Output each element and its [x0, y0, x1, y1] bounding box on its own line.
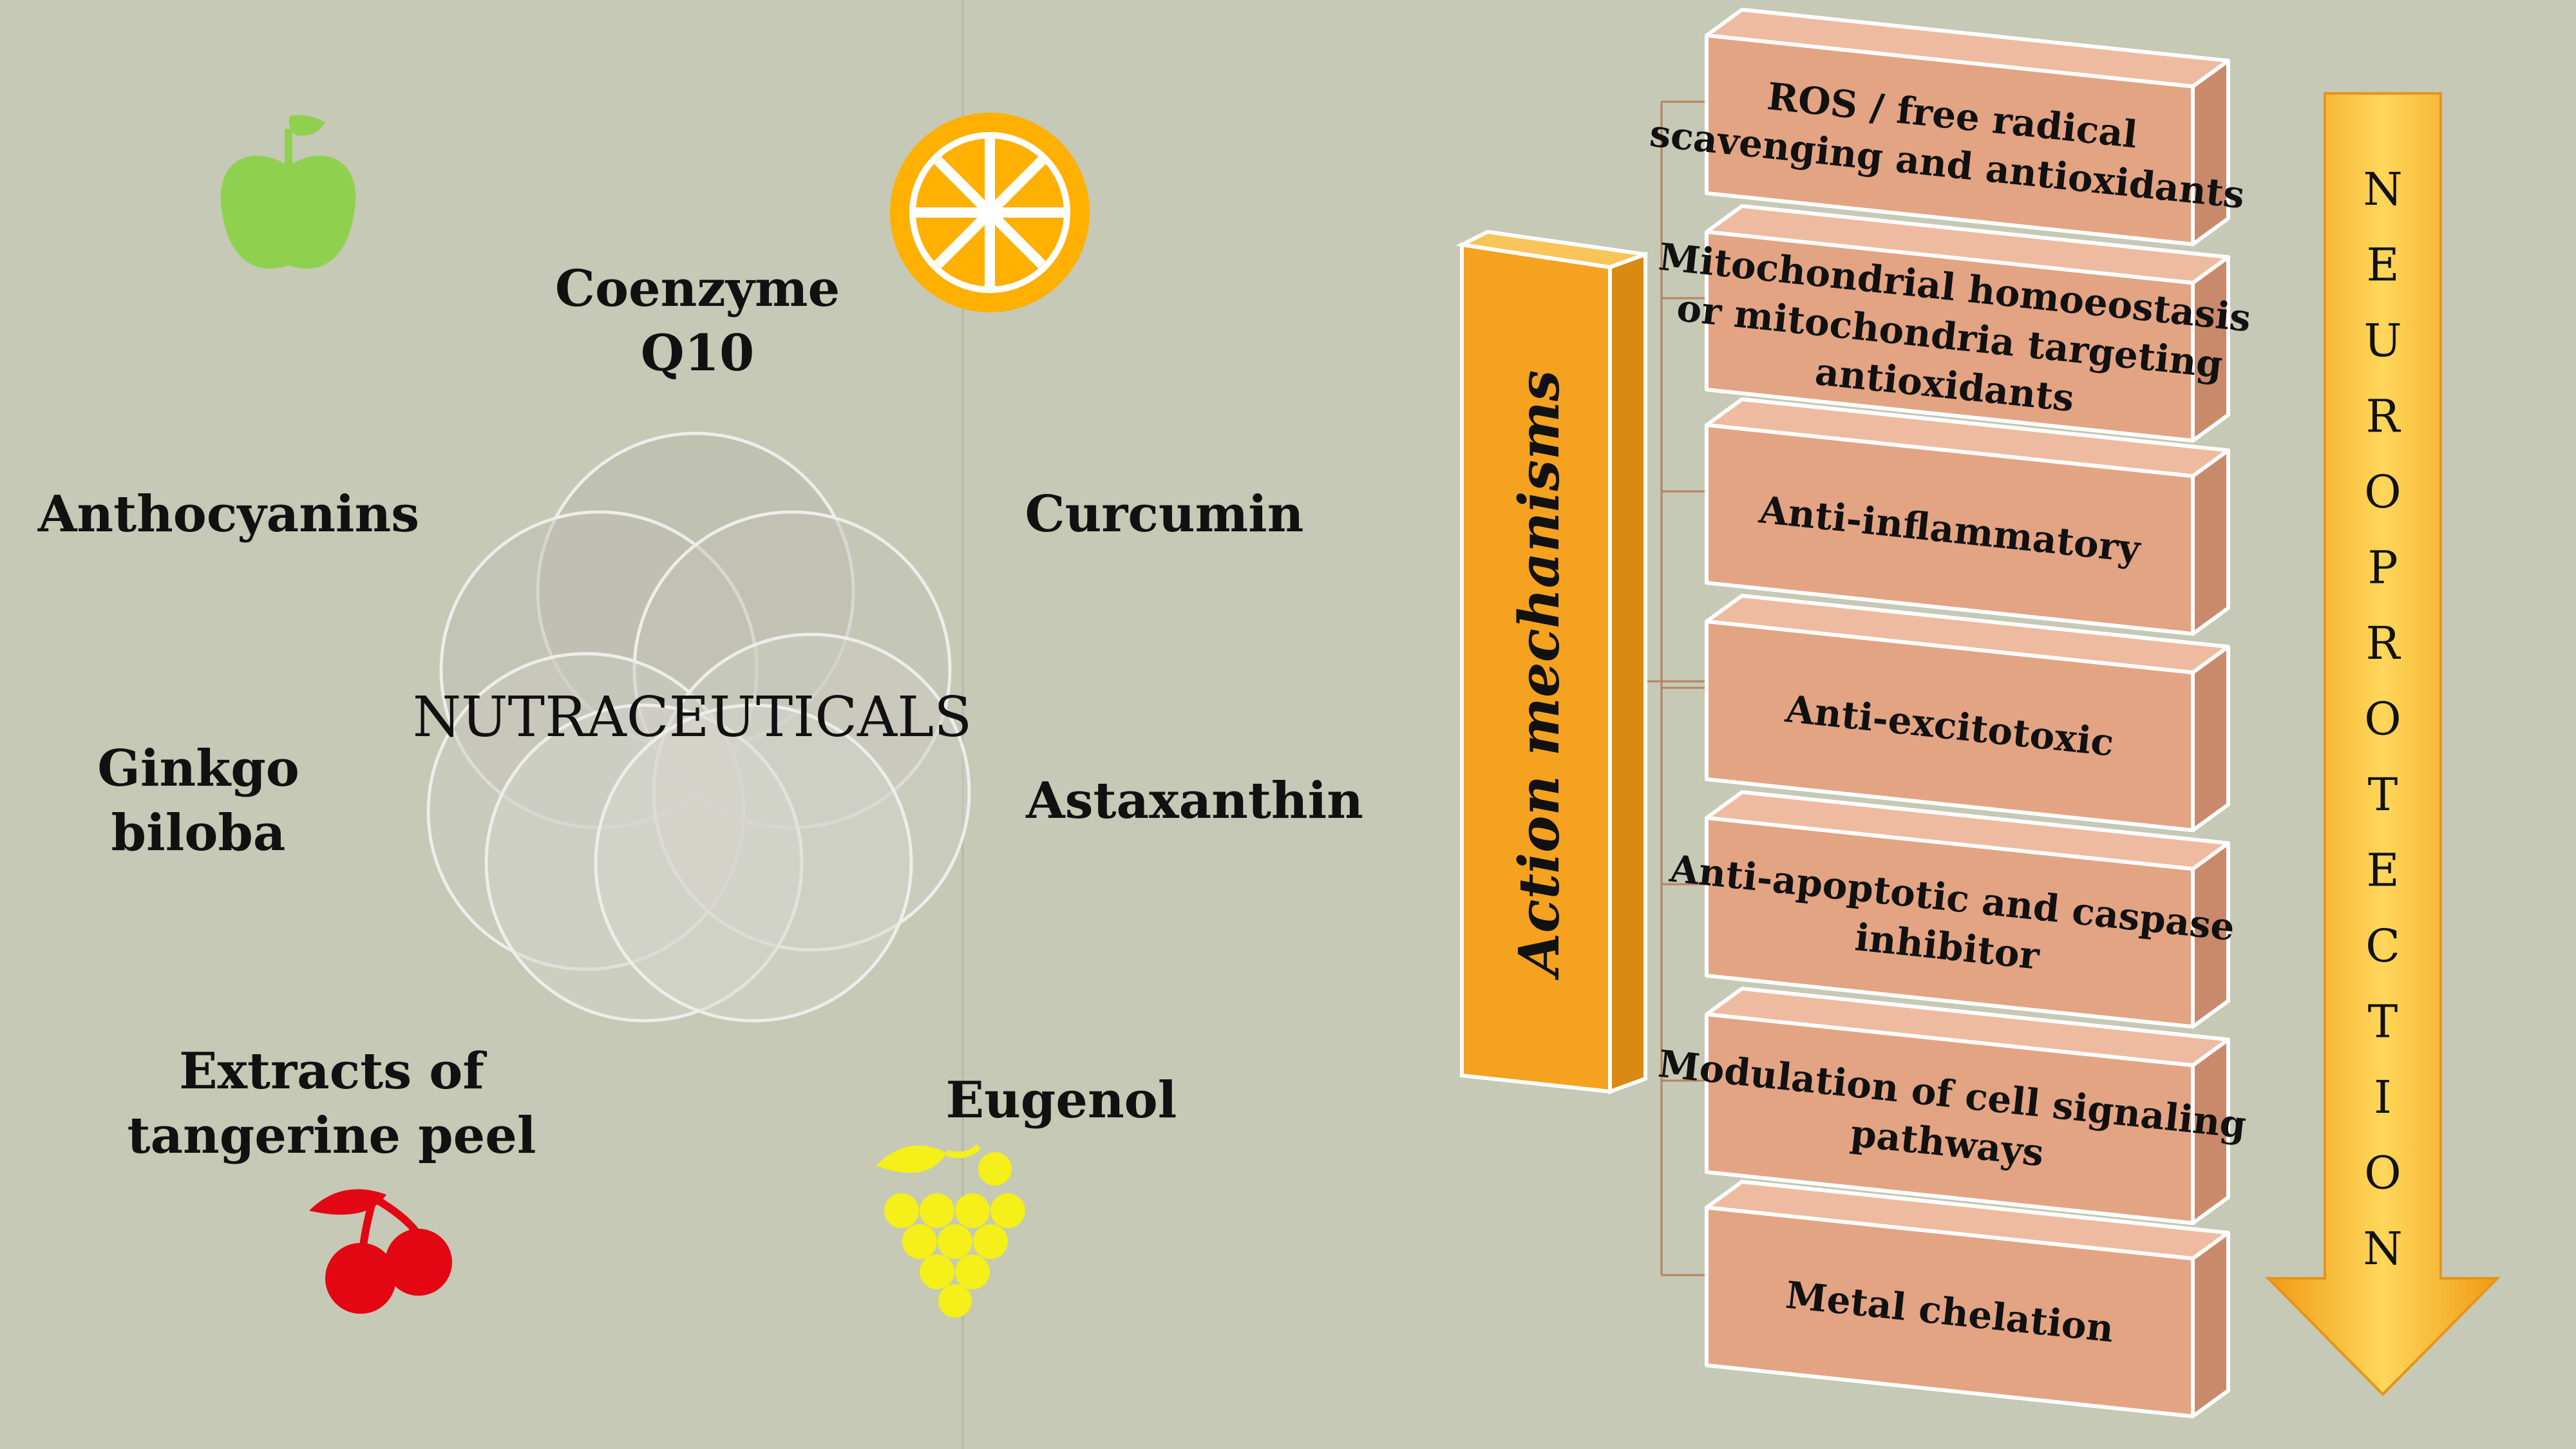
cherry-icon [309, 1189, 452, 1314]
apple-icon [220, 115, 356, 269]
neuroprotection-letter: T [2368, 768, 2398, 821]
center-label: NUTRACEUTICALS [413, 685, 972, 750]
mechanism-box: Anti-apoptotic and caspaseinhibitor [1667, 790, 2237, 1029]
mechanism-box: Modulation of cell signalingpathways [1656, 987, 2248, 1226]
neuroprotection-letter: I [2374, 1071, 2392, 1124]
mechanism-box: Anti-excitotoxic [1705, 594, 2230, 833]
mechanism-box: Metal chelation [1705, 1180, 2230, 1419]
neuroprotection-letter: C [2365, 920, 2400, 972]
nutraceutical-label: Anthocyanins [37, 485, 419, 544]
mechanism-box: Mitochondrial homoeostasisor mitochondri… [1656, 204, 2253, 443]
grapes-icon [876, 1144, 1025, 1318]
mechanism-box: ROS / free radicalscavenging and antioxi… [1648, 8, 2247, 247]
neuroprotection-letter: T [2368, 996, 2398, 1048]
mechanism-boxes: ROS / free radicalscavenging and antioxi… [1648, 8, 2253, 1419]
action-mechanisms-label: Action mechanisms [1507, 370, 1572, 981]
neuroprotection-letter: R [2366, 390, 2401, 443]
neuroprotection-letter: P [2367, 542, 2398, 594]
neuroprotection-letter: U [2364, 314, 2402, 367]
neuroprotection-letter: E [2366, 239, 2399, 292]
mechanism-box: Anti-inflammatory [1705, 397, 2230, 636]
neuroprotection-letter: N [2363, 163, 2402, 216]
neuroprotection-letter: R [2366, 617, 2401, 670]
nutraceutical-label: Curcumin [1025, 485, 1304, 544]
circle-cluster [426, 431, 971, 1023]
nutraceutical-label: Eugenol [946, 1071, 1177, 1130]
neuroprotection-letter: O [2364, 1147, 2401, 1200]
nutraceutical-label: Astaxanthin [1025, 772, 1363, 830]
neuroprotection-letter: N [2363, 1222, 2402, 1275]
neuroprotection-letter: O [2364, 466, 2401, 518]
orange-slice-icon [890, 113, 1090, 312]
action-mechanisms-bar [1455, 229, 1647, 1095]
neuroprotection-letter: E [2366, 844, 2399, 897]
neuroprotection-letter: O [2364, 693, 2401, 746]
neuroprotection-arrow [2265, 92, 2501, 1396]
